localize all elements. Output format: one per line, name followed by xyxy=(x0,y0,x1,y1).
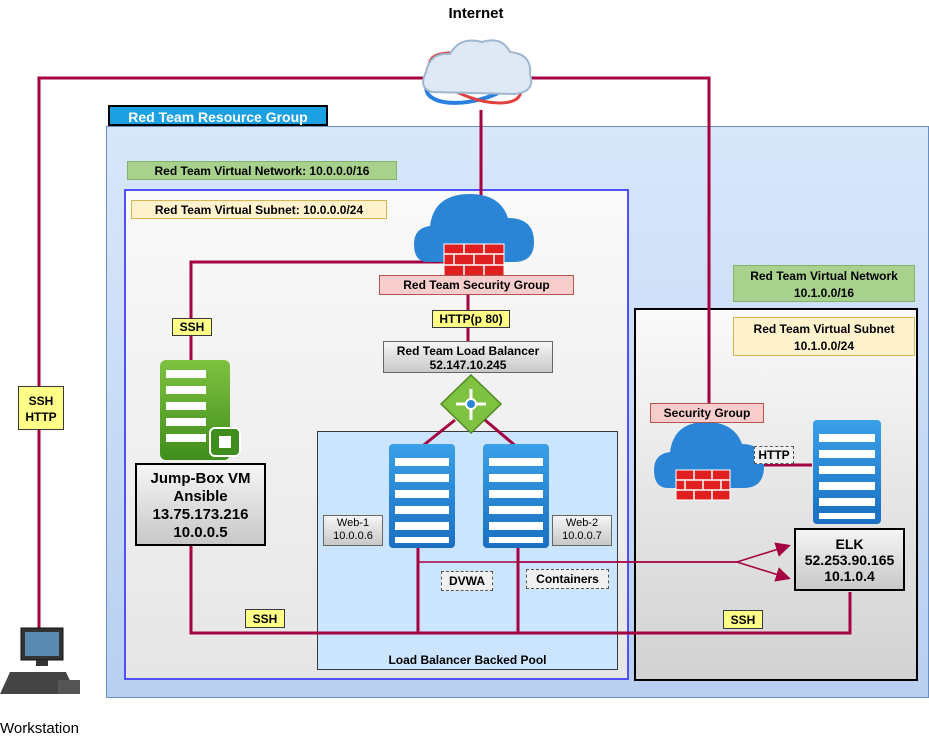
wire-lb-web1 xyxy=(419,418,456,450)
elk-label: ELK 52.253.90.165 10.1.0.4 xyxy=(794,528,905,591)
jumpbox-label: Jump-Box VM Ansible 13.75.173.216 10.0.0… xyxy=(135,463,266,546)
resource-group-label: Red Team Resource Group xyxy=(108,105,328,126)
ssh-label-top: SSH xyxy=(172,318,212,336)
backend-pool-area xyxy=(317,431,618,670)
internet-label: Internet xyxy=(448,5,504,22)
web2-label: Web-2 10.0.0.7 xyxy=(552,515,612,546)
security-group-2-label: Security Group xyxy=(650,403,764,423)
vnet1-label: Red Team Virtual Network: 10.0.0.0/16 xyxy=(127,161,397,180)
workstation-label: Workstation xyxy=(0,720,79,737)
security-group-1-label: Red Team Security Group xyxy=(379,275,574,295)
jumpbox-name: Jump-Box VM xyxy=(150,470,251,487)
load-balancer-name: Red Team Load Balancer xyxy=(396,344,540,358)
security-group-2-cloud-icon xyxy=(654,422,764,501)
elk-private-ip: 10.1.0.4 xyxy=(824,568,875,584)
elk-name: ELK xyxy=(835,536,864,552)
subnet2-label-line1: Red Team Virtual Subnet xyxy=(753,322,895,336)
wire-internet-nsg2 xyxy=(515,76,711,425)
wire-workstation-internet xyxy=(37,76,430,630)
ssh-label-bottom-right: SSH xyxy=(723,610,763,629)
load-balancer-label: Red Team Load Balancer 52.147.10.245 xyxy=(383,341,553,373)
wire-lb-web2 xyxy=(484,418,519,450)
web2-server-icon xyxy=(483,444,549,548)
wire-web-elk-bottom xyxy=(518,561,791,582)
subnet2-label: Red Team Virtual Subnet 10.1.0.0/24 xyxy=(733,317,915,356)
internet-globe-icon xyxy=(422,39,533,105)
backend-pool-label: Load Balancer Backed Pool xyxy=(388,653,547,667)
web1-server-icon xyxy=(389,444,455,548)
jumpbox-server-icon xyxy=(160,360,241,460)
dvwa-label: DVWA xyxy=(441,571,493,591)
load-balancer-ip: 52.147.10.245 xyxy=(429,358,507,372)
vnet2-label: Red Team Virtual Network 10.1.0.0/16 xyxy=(733,265,915,302)
web2-ip: 10.0.0.7 xyxy=(562,530,602,542)
elk-public-ip: 52.253.90.165 xyxy=(804,552,895,568)
wire-web-elk-top xyxy=(418,542,791,563)
vnet2-label-line2: 10.1.0.0/16 xyxy=(793,286,855,300)
ssh-http-label: SSH HTTP xyxy=(18,386,64,430)
ssh-label-bottom-left: SSH xyxy=(245,609,285,628)
load-balancer-icon xyxy=(439,373,503,435)
http-label-2: HTTP xyxy=(754,446,794,464)
security-group-cloud-icon xyxy=(414,194,534,277)
jumpbox-public-ip: 13.75.173.216 xyxy=(152,506,249,523)
web2-name: Web-2 xyxy=(565,517,599,529)
workstation-computer-icon xyxy=(0,627,80,694)
vnet2-label-line1: Red Team Virtual Network xyxy=(750,269,898,283)
subnet2-label-line2: 10.1.0.0/24 xyxy=(793,339,855,353)
subnet1-label: Red Team Virtual Subnet: 10.0.0.0/24 xyxy=(131,200,387,219)
web1-name: Web-1 xyxy=(336,517,370,529)
ssh-http-line2: HTTP xyxy=(25,410,57,424)
elk-server-icon xyxy=(813,420,881,524)
containers-label: Containers xyxy=(526,569,609,589)
wire-ssh-loop xyxy=(189,544,852,635)
web1-label: Web-1 10.0.0.6 xyxy=(323,515,383,546)
ssh-http-line1: SSH xyxy=(28,394,54,408)
jumpbox-private-ip: 10.0.0.5 xyxy=(173,524,228,541)
jumpbox-role: Ansible xyxy=(173,488,228,505)
http-p80-label: HTTP(p 80) xyxy=(432,310,510,328)
web1-ip: 10.0.0.6 xyxy=(333,530,373,542)
